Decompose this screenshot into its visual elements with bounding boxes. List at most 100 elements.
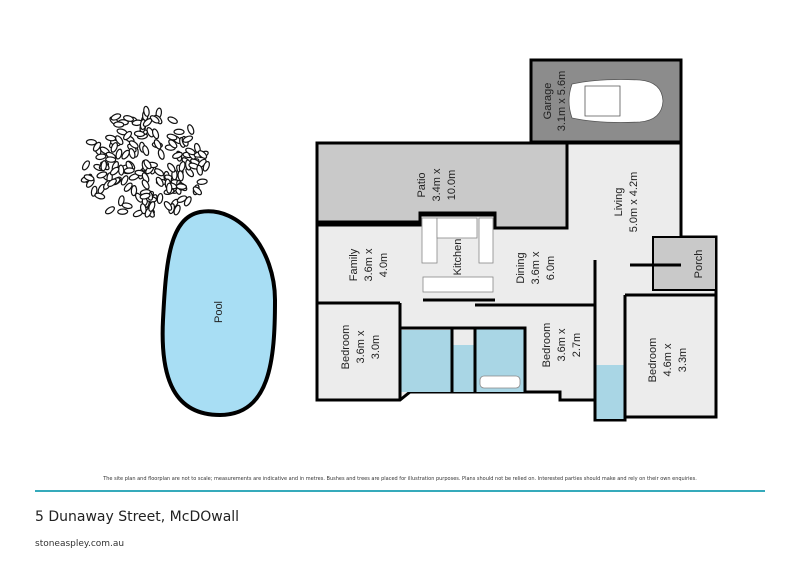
leaf — [115, 148, 123, 160]
porch-name: Porch — [693, 250, 705, 279]
leaf — [95, 153, 107, 161]
leaf — [123, 115, 134, 122]
leaf — [196, 178, 208, 185]
leaf — [167, 162, 176, 173]
leaf — [110, 113, 122, 121]
leaf — [121, 149, 130, 160]
living-size: 5.0m x 4.2m — [628, 172, 640, 233]
car-icon — [568, 79, 664, 123]
leaf — [143, 105, 150, 117]
garage-name: Garage — [542, 83, 554, 120]
bedroom-3-size-2: 3.3m — [677, 348, 689, 372]
leaf — [100, 160, 108, 172]
patio-size-2: 10.0m — [446, 170, 458, 201]
leaf — [142, 145, 150, 157]
leaf — [155, 176, 164, 187]
leaf — [175, 183, 188, 190]
leaf — [130, 185, 138, 197]
living-name: Living — [613, 188, 625, 217]
leaf — [153, 139, 162, 150]
dining-size: 3.6m x — [530, 251, 542, 285]
leaf — [157, 148, 165, 160]
leaf — [123, 182, 133, 192]
leaf — [163, 200, 173, 211]
leaf — [202, 160, 210, 172]
tree-icon — [80, 105, 210, 218]
bedroom-3-size: 4.6m x — [662, 343, 674, 377]
leaf — [178, 161, 186, 172]
pool-label: Pool — [213, 301, 225, 323]
leaf — [149, 115, 160, 124]
leaf — [123, 167, 135, 174]
leaf — [133, 130, 146, 138]
interior-walls — [317, 260, 716, 420]
leaf — [113, 121, 125, 128]
bedroom-2-size: 3.6m x — [556, 328, 568, 362]
leaf — [94, 192, 106, 200]
leaf — [192, 186, 203, 196]
dining-size-2: 6.0m — [545, 256, 557, 280]
patio-name: Patio — [416, 172, 428, 197]
bedroom-2-size-2: 2.7m — [571, 333, 583, 357]
kitchen-counters — [421, 217, 521, 389]
dining-name: Dining — [515, 252, 527, 283]
bedroom-3-name: Bedroom — [647, 338, 659, 383]
leaf — [156, 192, 164, 205]
leaf — [167, 116, 178, 125]
leaf — [117, 208, 129, 215]
leaf — [123, 130, 133, 141]
leaf — [196, 164, 204, 176]
patio-size: 3.4m x — [431, 168, 443, 202]
leaf — [187, 124, 195, 135]
leaf — [121, 202, 133, 210]
leaf — [120, 175, 129, 186]
leaf — [92, 141, 102, 152]
patio — [315, 141, 569, 230]
leaf — [154, 168, 165, 177]
leaf — [139, 203, 147, 215]
leaf — [139, 192, 151, 200]
leaf — [109, 166, 120, 176]
leaf — [141, 179, 150, 190]
leaf — [104, 206, 115, 215]
bedroom-2-name: Bedroom — [541, 323, 553, 368]
property-address: 5 Dunaway Street, McDOwall — [35, 509, 240, 525]
leaf — [105, 134, 117, 142]
leaf — [128, 140, 139, 149]
leaf — [177, 170, 184, 182]
bedroom-1-name: Bedroom — [340, 325, 352, 370]
leaf — [148, 201, 156, 212]
leaf — [173, 128, 185, 136]
leaf — [176, 195, 188, 203]
leaf — [143, 159, 152, 170]
leaf — [110, 142, 118, 153]
leaf — [168, 139, 178, 149]
leaf — [85, 139, 97, 146]
leaf — [151, 128, 160, 140]
laundry — [401, 330, 451, 392]
leaf — [142, 118, 153, 127]
footer-divider — [35, 490, 765, 492]
leaf — [96, 171, 108, 179]
garage-size: 3.1m x 5.6m — [556, 71, 568, 132]
family-size-2: 4.0m — [378, 253, 390, 277]
agency-website[interactable]: stoneaspley.com.au — [35, 539, 125, 549]
leaf — [81, 160, 91, 171]
bedroom-1-size: 3.6m x — [355, 330, 367, 364]
leaf — [172, 151, 183, 159]
leaf — [166, 182, 173, 194]
disclaimer: The site plan and floorplan are not to s… — [103, 476, 697, 482]
kitchen-name: Kitchen — [452, 239, 464, 276]
pool — [160, 209, 278, 418]
toilet — [453, 345, 475, 392]
family-size: 3.6m x — [363, 248, 375, 282]
ensuite — [596, 365, 624, 419]
bedroom-1-size-2: 3.0m — [370, 335, 382, 359]
leaf — [197, 150, 208, 159]
leaf — [182, 135, 194, 143]
leaf — [107, 178, 117, 188]
family-name: Family — [348, 248, 360, 281]
leaf — [115, 135, 124, 146]
leaf — [83, 174, 95, 182]
